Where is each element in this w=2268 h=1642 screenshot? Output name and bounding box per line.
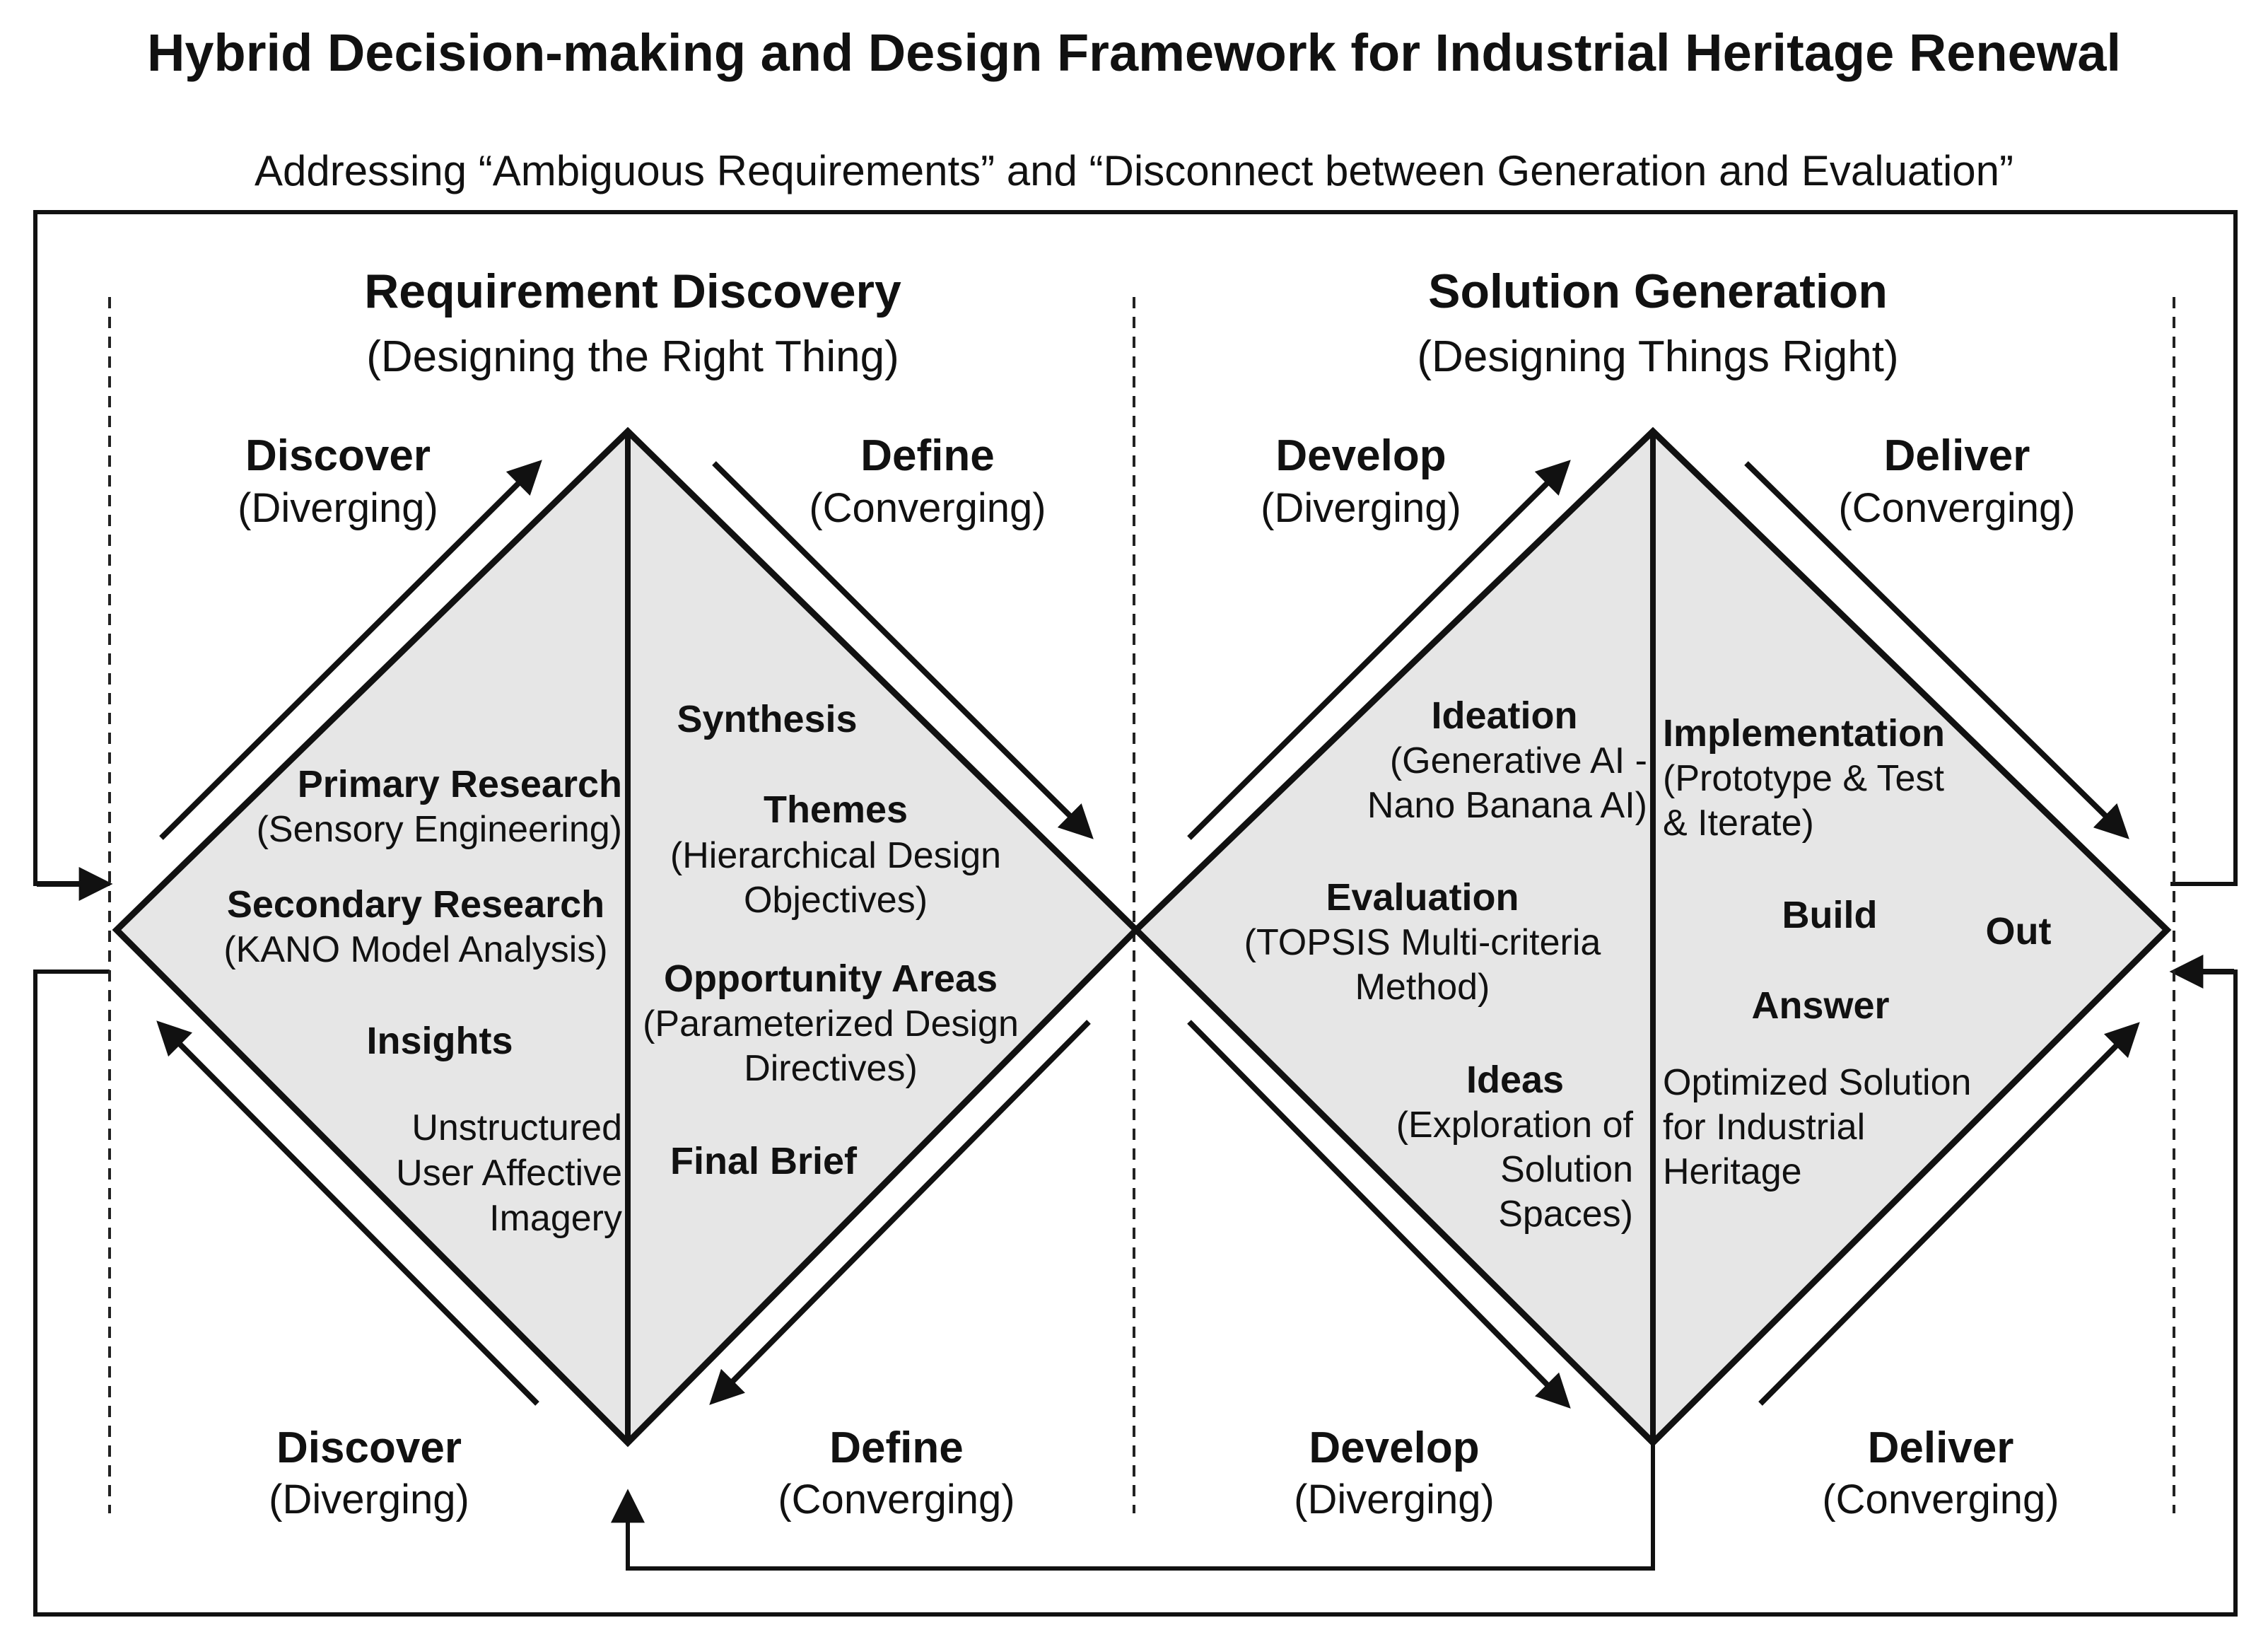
phase-define-top: Define xyxy=(860,431,994,480)
synthesis-label: Synthesis xyxy=(677,698,857,740)
phase-define-top-sub: (Converging) xyxy=(809,485,1046,531)
arrow-develop-bottom xyxy=(1187,1020,1571,1409)
ideation-sub-2: Nano Banana AI) xyxy=(1367,785,1647,826)
solution-line-1: Optimized Solution xyxy=(1663,1062,1971,1103)
opportunity-areas-label: Opportunity Areas xyxy=(664,957,998,1000)
imagery-line-3: Imagery xyxy=(489,1198,622,1239)
ideas-sub-1: (Exploration of xyxy=(1396,1105,1634,1146)
subheading-solution-generation: (Designing Things Right) xyxy=(1417,332,1898,381)
phase-define-bottom: Define xyxy=(829,1423,963,1472)
opportunity-sub-2: Directives) xyxy=(744,1048,918,1089)
implementation-label: Implementation xyxy=(1663,712,1945,755)
phase-discover-top-sub: (Diverging) xyxy=(238,485,438,531)
phase-deliver-top: Deliver xyxy=(1884,431,2030,480)
phase-develop-top: Develop xyxy=(1275,431,1446,480)
final-brief-label: Final Brief xyxy=(670,1140,858,1182)
diagram-title: Hybrid Decision-making and Design Framew… xyxy=(147,23,2121,82)
phase-deliver-top-sub: (Converging) xyxy=(1838,485,2075,531)
imagery-line-1: Unstructured xyxy=(411,1107,622,1148)
arrow-define-bottom xyxy=(709,1020,1091,1405)
secondary-research-label: Secondary Research xyxy=(227,883,604,926)
arrow-develop-top xyxy=(1187,460,1571,840)
implementation-sub-2: & Iterate) xyxy=(1663,803,1814,844)
phase-deliver-bottom-sub: (Converging) xyxy=(1822,1477,2059,1522)
ideas-label: Ideas xyxy=(1466,1059,1564,1101)
arrow-discover-top xyxy=(159,460,542,840)
ideation-label: Ideation xyxy=(1431,694,1577,737)
solution-line-3: Heritage xyxy=(1663,1151,1802,1192)
phase-develop-bottom-sub: (Diverging) xyxy=(1294,1477,1495,1522)
evaluation-sub-1: (TOPSIS Multi-criteria xyxy=(1244,922,1601,963)
opportunity-sub-1: (Parameterized Design xyxy=(643,1003,1019,1044)
secondary-research-sub: (KANO Model Analysis) xyxy=(223,929,607,970)
evaluation-label: Evaluation xyxy=(1326,876,1519,919)
phase-define-bottom-sub: (Converging) xyxy=(778,1477,1015,1522)
themes-sub-1: (Hierarchical Design xyxy=(670,835,1001,876)
heading-solution-generation: Solution Generation xyxy=(1428,264,1888,318)
insights-label: Insights xyxy=(366,1020,513,1062)
imagery-line-2: User Affective xyxy=(396,1153,622,1194)
bottom-connector xyxy=(626,1436,1655,1571)
themes-sub-2: Objectives) xyxy=(744,880,928,921)
answer-label: Answer xyxy=(1751,984,1889,1027)
implementation-sub-1: (Prototype & Test xyxy=(1663,758,1944,799)
arrow-discover-bottom xyxy=(156,1020,539,1406)
phase-develop-bottom: Develop xyxy=(1309,1423,1479,1472)
ideas-sub-3: Spaces) xyxy=(1498,1194,1633,1235)
evaluation-sub-2: Method) xyxy=(1355,967,1490,1008)
phase-deliver-bottom: Deliver xyxy=(1868,1423,2014,1472)
themes-label: Themes xyxy=(764,788,908,831)
subheading-requirement-discovery: (Designing the Right Thing) xyxy=(366,332,899,381)
arrow-deliver-bottom xyxy=(1758,1022,2140,1406)
arrow-define-top xyxy=(712,461,1094,839)
phase-discover-bottom: Discover xyxy=(276,1423,462,1472)
diagram-subtitle: Addressing “Ambiguous Requirements” and … xyxy=(255,147,2013,194)
out-label: Out xyxy=(1986,910,2052,953)
arrow-deliver-top xyxy=(1744,461,2129,839)
primary-research-sub: (Sensory Engineering) xyxy=(257,809,622,850)
solution-line-2: for Industrial xyxy=(1663,1107,1865,1148)
primary-research-label: Primary Research xyxy=(298,763,622,805)
phase-discover-bottom-sub: (Diverging) xyxy=(269,1477,469,1522)
ideation-sub-1: (Generative AI - xyxy=(1390,740,1647,781)
phase-develop-top-sub: (Diverging) xyxy=(1261,485,1461,531)
ideas-sub-2: Solution xyxy=(1500,1149,1633,1190)
phase-discover-top: Discover xyxy=(245,431,431,480)
build-label: Build xyxy=(1782,894,1878,936)
heading-requirement-discovery: Requirement Discovery xyxy=(364,264,901,318)
